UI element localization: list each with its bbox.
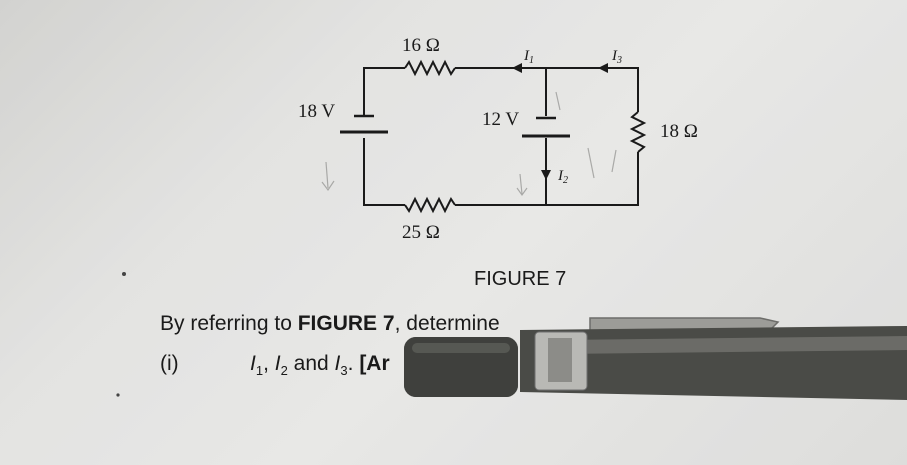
pencil-body-highlight <box>560 336 907 354</box>
question-item-label: (i) <box>160 352 179 375</box>
label-resistor-right: 18 Ω <box>660 121 698 142</box>
arrow-i2 <box>541 170 551 180</box>
current-symbol: I <box>334 352 341 375</box>
separator-text: , <box>263 352 275 375</box>
question-item: (i) I1, I2 and I3. [Ar <box>160 352 390 378</box>
battery-middle-symbol <box>522 116 570 138</box>
pencil-marks <box>321 91 617 197</box>
current-subscript: 1 <box>255 363 264 379</box>
question-intro-figure: FIGURE 7 <box>297 312 395 335</box>
wire-left-top <box>363 67 405 116</box>
arrow-i3 <box>598 63 608 73</box>
label-resistor-top: 16 Ω <box>402 35 440 56</box>
arrow-i1 <box>512 63 522 73</box>
label-current-3: I3 <box>611 48 622 66</box>
label-battery-middle: 12 V <box>482 109 519 130</box>
resistor-top <box>404 59 456 77</box>
resistor-right <box>629 111 647 153</box>
wire-right-bottom <box>455 152 639 206</box>
question-item-text: I1, I2 and I3. [Ar <box>250 352 390 378</box>
label-resistor-bottom: 25 Ω <box>402 222 440 243</box>
wire-left-bottom <box>363 138 405 206</box>
label-battery-left: 18 V <box>298 101 335 122</box>
pencil-ring-band <box>548 338 572 382</box>
paper-dot <box>122 272 126 276</box>
question-intro-suffix: , determine <box>394 312 500 335</box>
current-subscript: 2 <box>280 363 288 379</box>
label-current-1: I1 <box>523 48 534 66</box>
question-intro-prefix: By referring to <box>160 312 298 335</box>
current-symbol: I <box>274 352 281 375</box>
current-subscript: 3 <box>340 363 348 379</box>
current-symbol: I <box>250 352 256 375</box>
figure-caption: FIGURE 7 <box>474 268 567 290</box>
separator-text: and <box>287 352 335 375</box>
label-current-2: I2 <box>557 168 568 186</box>
separator-text: . <box>347 352 354 375</box>
question-intro: By referring to FIGURE 7, determine <box>160 312 500 336</box>
resistor-bottom <box>404 196 456 214</box>
paper-dot <box>116 393 120 397</box>
battery-left-symbol <box>340 114 388 134</box>
answer-cut-text: [Ar <box>359 352 390 375</box>
pencil-cap-overlay-highlight <box>412 343 510 353</box>
